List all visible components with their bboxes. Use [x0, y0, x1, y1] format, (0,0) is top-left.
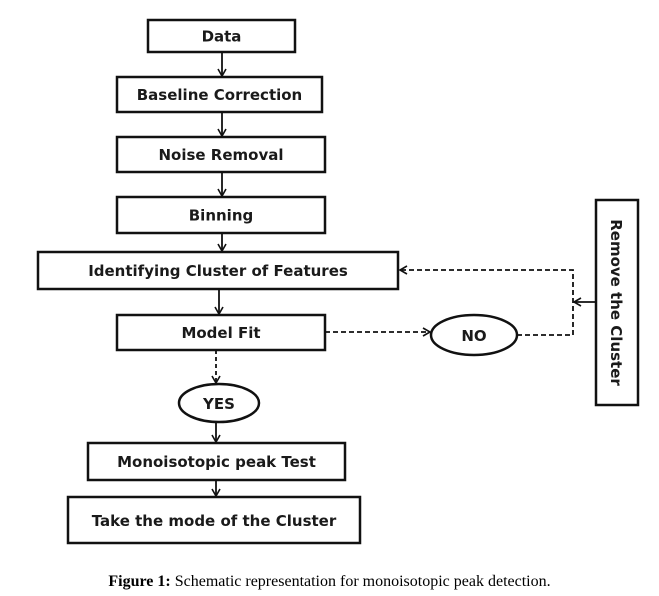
node-baseline-correction: Baseline Correction — [115, 75, 324, 114]
node-noise-label: Noise Removal — [158, 146, 283, 164]
node-remove-label: Remove the Cluster — [607, 219, 625, 386]
node-yes: YES — [177, 382, 261, 424]
node-binning-label: Binning — [189, 207, 254, 225]
node-model-fit-label: Model Fit — [181, 324, 260, 342]
node-data-label: Data — [202, 28, 242, 46]
node-no: NO — [429, 313, 519, 357]
node-yes-label: YES — [202, 395, 235, 413]
node-baseline-label: Baseline Correction — [137, 86, 302, 104]
node-data: Data — [146, 18, 297, 54]
node-mode-label: Take the mode of the Cluster — [92, 512, 337, 530]
node-noise-removal: Noise Removal — [115, 135, 327, 174]
caption-label: Figure 1: — [108, 573, 171, 590]
node-identify-label: Identifying Cluster of Features — [88, 262, 348, 280]
node-monoisotopic-test: Monoisotopic peak Test — [86, 441, 347, 482]
node-mono-label: Monoisotopic peak Test — [117, 453, 316, 471]
edge-no-identify — [398, 265, 574, 336]
caption-text: Schematic representation for monoisotopi… — [170, 573, 551, 590]
figure-caption: Figure 1: Schematic representation for m… — [0, 573, 659, 591]
node-take-mode: Take the mode of the Cluster — [66, 495, 362, 545]
node-no-label: NO — [461, 327, 486, 345]
node-binning: Binning — [115, 195, 327, 235]
node-model-fit: Model Fit — [115, 313, 327, 352]
node-identifying-cluster: Identifying Cluster of Features — [36, 250, 400, 291]
node-remove-cluster: Remove the Cluster — [594, 198, 640, 407]
